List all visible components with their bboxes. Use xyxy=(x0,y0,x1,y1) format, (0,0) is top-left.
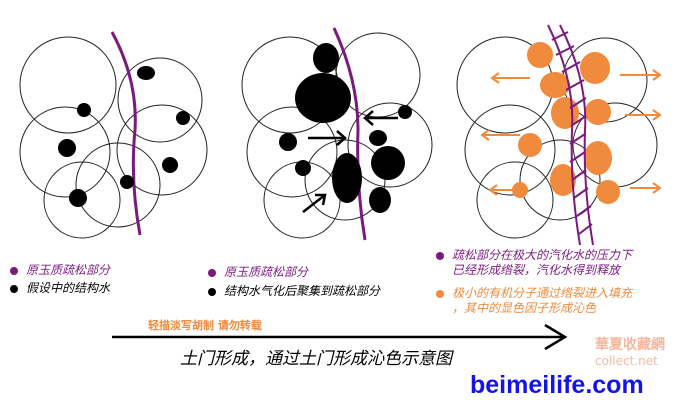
legend-1-black: 假设中的结构水 xyxy=(10,281,110,296)
site-watermark: beimeilife.com xyxy=(470,371,644,399)
legend-3-purple-line-2: 已经形成绺裂，汽化水得到释放 xyxy=(452,263,621,277)
legend-3-orange: 极小的有机分子通过绺裂进入填充，其中的显色因子形成沁色 xyxy=(436,286,632,316)
legend-2-purple-label: 原玉质疏松部分 xyxy=(224,265,309,279)
panel-2-arrows xyxy=(302,110,398,213)
legend-3-purple: 疏松部分在极大的汽化水的压力下已经形成绺裂，汽化水得到释放 xyxy=(436,248,632,278)
panel-3-color-dots xyxy=(512,42,620,204)
legend-1-purple: 原玉质疏松部分 xyxy=(10,263,110,278)
watermark-en: collect.net xyxy=(595,354,658,368)
legend-1-purple-label: 原玉质疏松部分 xyxy=(26,263,111,277)
panel-2-water-dots xyxy=(279,43,412,213)
legend-2-black: 结构水气化后聚集到疏松部分 xyxy=(208,284,380,299)
diagram-caption: 土门形成，通过土门形成沁色示意图 xyxy=(180,349,452,369)
panel-3-crack xyxy=(547,24,594,246)
legend-2-purple: 原玉质疏松部分 xyxy=(208,265,308,280)
process-arrow xyxy=(112,323,568,351)
panel-1-loose-line xyxy=(110,31,142,236)
panel-3-release-arrows xyxy=(480,69,662,196)
copyright-note: 轻描淡写胡制 请勿转载 xyxy=(148,319,262,332)
panel-2-loose-line xyxy=(332,27,367,241)
panel-1-water-dots xyxy=(58,66,190,207)
legend-3-orange-line-2: ，其中的显色因子形成沁色 xyxy=(452,301,597,315)
legend-3-purple-line-1: 疏松部分在极大的汽化水的压力下 xyxy=(452,248,633,262)
legend-1-black-label: 假设中的结构水 xyxy=(26,281,111,295)
legend-3-orange-line-1: 极小的有机分子通过绺裂进入填充 xyxy=(452,286,633,300)
watermark-cn: 華夏收藏網 xyxy=(595,337,665,353)
legend-2-black-label: 结构水气化后聚集到疏松部分 xyxy=(224,284,381,298)
panel-1-grains xyxy=(19,36,208,239)
